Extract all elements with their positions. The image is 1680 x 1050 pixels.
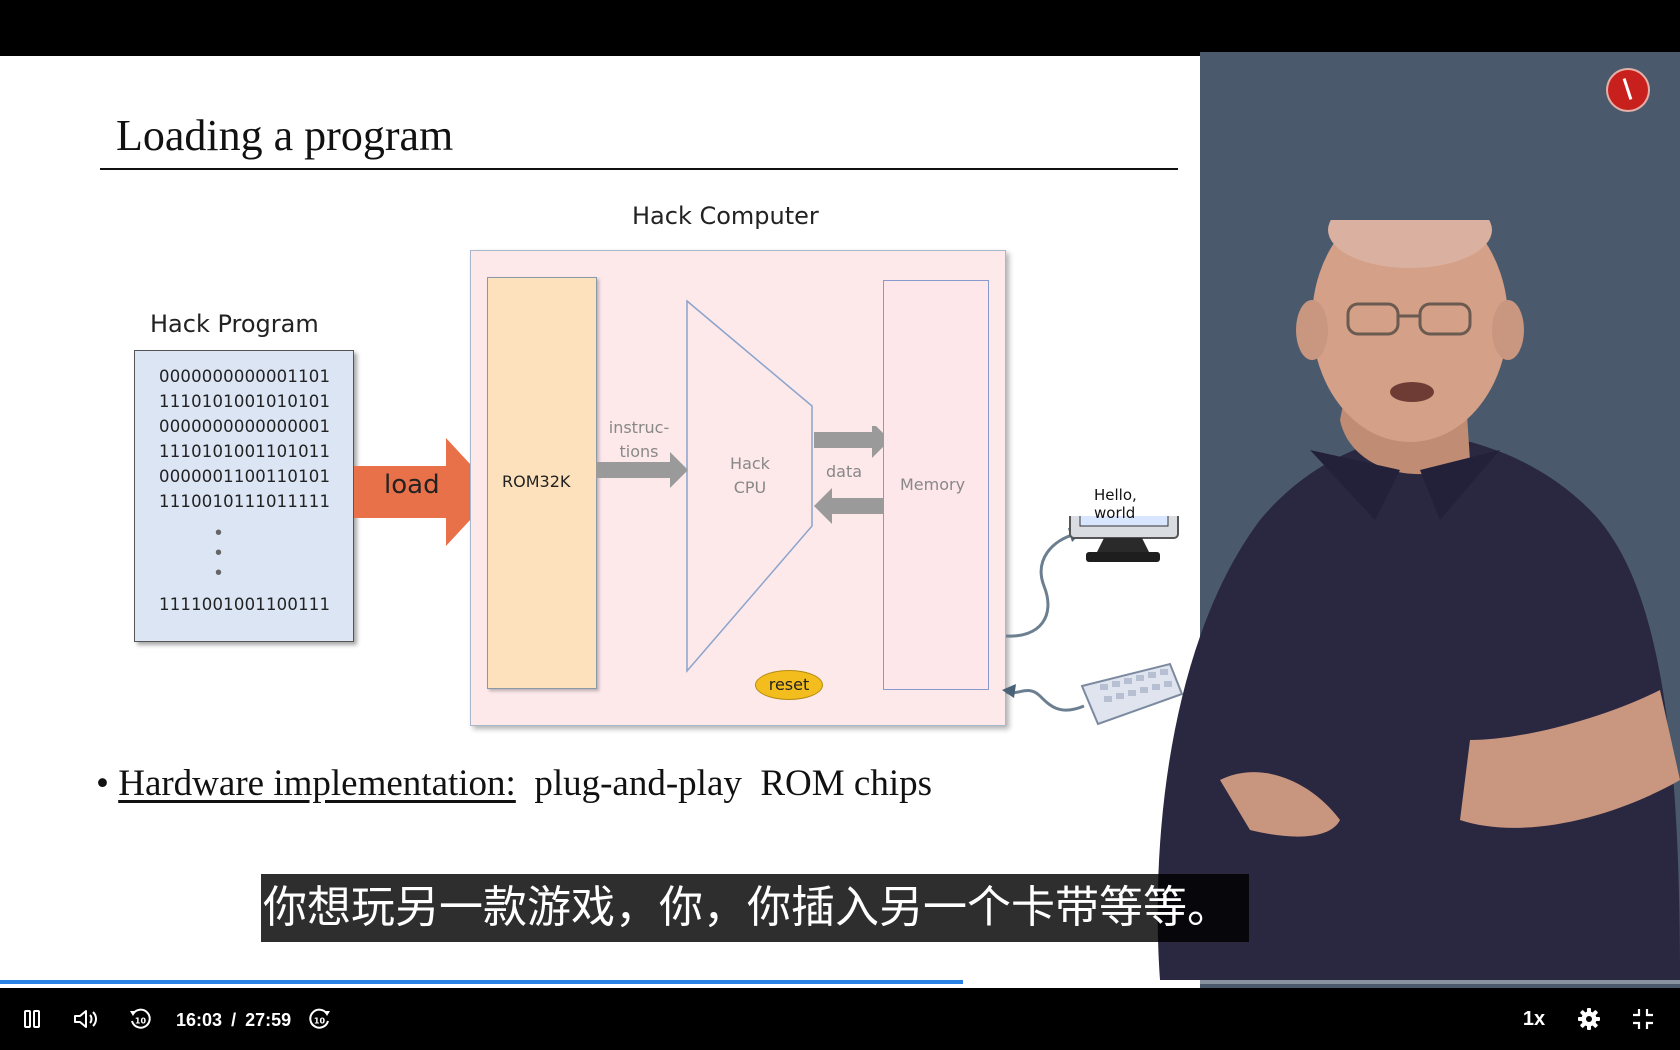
cpu-label-line: CPU: [733, 478, 767, 497]
playback-speed-button[interactable]: 1x: [1522, 1007, 1546, 1030]
instructions-label-line: tions: [619, 442, 659, 461]
program-line: 1110101001101011: [159, 442, 331, 461]
current-time: 16:03: [176, 1010, 223, 1030]
instructions-label: instruc- tions: [604, 416, 674, 464]
hack-cpu-shape: [686, 299, 813, 674]
program-line: 0000000000001101: [159, 367, 331, 386]
svg-text:10: 10: [135, 1017, 147, 1026]
program-line: 0000000000000001: [159, 417, 331, 436]
ellipsis-dots: •••: [215, 522, 223, 584]
memory-label: Memory: [900, 475, 966, 494]
rewind-10-button[interactable]: 10: [124, 996, 156, 1042]
forward-10-icon: 10: [309, 1008, 330, 1029]
hack-program-box: 0000000000001101 1110101001010101 000000…: [134, 350, 354, 642]
rom32k-label: ROM32K: [502, 472, 571, 491]
title-rule: [100, 168, 1178, 170]
exit-fullscreen-icon: [1633, 1009, 1653, 1029]
hardware-bullet: • Hardware implementation: plug-and-play…: [96, 762, 932, 805]
lecture-slide: Loading a program Hack Computer Hack Pro…: [0, 56, 1200, 988]
load-label: load: [384, 470, 440, 500]
screen-hello-text: Hello, world: [1094, 486, 1137, 522]
settings-gear-icon: [1578, 1008, 1600, 1030]
pause-button[interactable]: [14, 996, 50, 1042]
slide-title: Loading a program: [116, 111, 454, 160]
bullet-dot: •: [96, 763, 109, 804]
reset-button-graphic: reset: [755, 670, 823, 700]
pause-icon: [24, 1010, 40, 1028]
seek-bar-played: [0, 980, 963, 984]
svg-text:10: 10: [314, 1017, 326, 1026]
seek-bar[interactable]: [0, 980, 1680, 984]
forward-10-button[interactable]: 10: [304, 996, 336, 1042]
bullet-rest-text: plug-and-play ROM chips: [515, 763, 933, 804]
memory-box: [883, 280, 989, 690]
hack-cpu-label: Hack CPU: [730, 452, 770, 500]
instructions-label-line: instruc-: [608, 418, 670, 437]
load-arrow: [354, 438, 496, 546]
hack-program-label: Hack Program: [150, 310, 319, 338]
video-control-bar: 10 16:03 / 27:59 10 1x: [0, 996, 1680, 1050]
university-logo-icon: [1608, 70, 1648, 110]
video-top-letterbox: [0, 0, 1680, 56]
cpu-label-line: Hack: [730, 454, 770, 473]
bullet-underlined-text: Hardware implementation:: [118, 763, 516, 804]
time-display: 16:03 / 27:59: [176, 1010, 291, 1031]
rom32k-box: [487, 277, 597, 689]
settings-button[interactable]: [1572, 996, 1606, 1042]
time-separator: /: [231, 1010, 237, 1030]
hack-computer-label: Hack Computer: [632, 202, 819, 230]
instructor-figure: [1157, 220, 1680, 980]
exit-fullscreen-button[interactable]: [1626, 996, 1660, 1042]
program-line: 1110101001010101: [159, 392, 331, 411]
volume-icon: [74, 1010, 97, 1028]
volume-button[interactable]: [66, 996, 106, 1042]
screen-text-line: Hello,: [1094, 486, 1137, 504]
screen-keyboard-illustration: [1002, 516, 1184, 726]
data-arrows: [596, 426, 890, 524]
rewind-10-icon: 10: [130, 1008, 151, 1029]
total-time: 27:59: [245, 1010, 292, 1030]
program-line: 0000001100110101: [159, 467, 331, 486]
screen-text-line: world: [1094, 504, 1136, 522]
program-line: 1111001001100111: [159, 595, 331, 614]
data-label: data: [826, 462, 863, 481]
program-line: 1110010111011111: [159, 492, 331, 511]
subtitle-caption: 你想玩另一款游戏，你，你插入另一个卡带等等。: [261, 874, 1249, 942]
